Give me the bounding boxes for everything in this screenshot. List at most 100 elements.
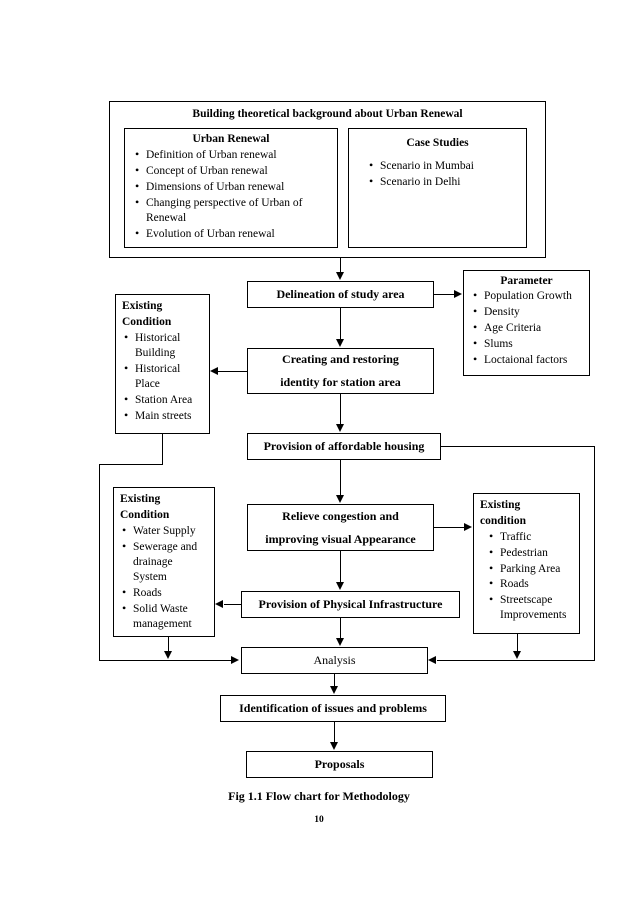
relieve-congestion-label-line1: Relieve congestion and <box>282 508 399 523</box>
connector-infrastructure-to-existing2 <box>224 604 241 605</box>
existing-condition-2-title-line2: Condition <box>120 508 170 521</box>
existing-condition-3-list: Traffic Pedestrian Parking Area Roads St… <box>474 529 579 624</box>
list-item: Loctaional factors <box>471 351 589 368</box>
list-item: Definition of Urban renewal <box>133 147 337 163</box>
arrowhead-parameter <box>454 290 462 298</box>
relieve-congestion-label-line2: improving visual Appearance <box>265 531 416 546</box>
list-item: Historical Building <box>122 330 197 362</box>
connector-existing3-down <box>517 634 518 652</box>
theory-group-header: Building theoretical background about Ur… <box>192 108 463 120</box>
connector-relieve-to-infrastructure <box>340 551 341 583</box>
proposals-box: Proposals <box>246 751 433 778</box>
identification-label: Identification of issues and problems <box>239 701 427 716</box>
connector-existing1-down <box>162 434 163 465</box>
list-item: Scenario in Delhi <box>367 174 526 190</box>
page-number: 10 <box>314 815 324 825</box>
arrowhead-analysis-right <box>428 656 436 664</box>
creating-identity-label-line1: Creating and restoring <box>282 352 399 367</box>
arrowhead-existing3-join <box>513 651 521 659</box>
list-item: Evolution of Urban renewal <box>133 226 337 242</box>
list-item: Slums <box>471 336 589 352</box>
connector-housing-to-right-rail <box>441 446 595 447</box>
list-item: Station Area <box>122 392 209 408</box>
list-item: Roads <box>478 576 579 592</box>
creating-identity-box: Creating and restoring identity for stat… <box>247 348 434 394</box>
list-item: Traffic <box>478 529 579 545</box>
list-item: Scenario in Mumbai <box>367 158 526 174</box>
affordable-housing-label: Provision of affordable housing <box>263 439 425 454</box>
list-item: Historical Place <box>122 361 197 393</box>
existing-condition-3-title-line2: condition <box>480 514 527 527</box>
parameter-box: Parameter Population Growth Density Age … <box>463 270 590 376</box>
connector-identification-to-proposals <box>334 722 335 742</box>
arrowhead-existing2-join <box>164 651 172 659</box>
arrowhead-analysis-left <box>231 656 239 664</box>
existing-condition-3-box: Existing condition Traffic Pedestrian Pa… <box>473 493 580 634</box>
affordable-housing-box: Provision of affordable housing <box>247 433 441 460</box>
connector-analysis-to-identification <box>334 674 335 686</box>
existing-condition-1-title-line2: Condition <box>122 315 172 328</box>
list-item: Dimensions of Urban renewal <box>133 179 337 195</box>
theory-group-box: Building theoretical background about Ur… <box>109 101 546 258</box>
existing-condition-2-title-line1: Existing <box>120 493 161 505</box>
arrowhead-creating-identity <box>336 339 344 347</box>
urban-renewal-list: Definition of Urban renewal Concept of U… <box>125 147 337 242</box>
arrowhead-relieve-congestion <box>336 495 344 503</box>
connector-existing1-to-left-rail <box>99 464 163 465</box>
existing-condition-1-list: Historical Building Historical Place Sta… <box>116 330 209 425</box>
arrowhead-existing-condition-2 <box>215 600 223 608</box>
existing-condition-1-title-line1: Existing <box>122 300 163 312</box>
connector-theory-to-delineation <box>340 258 341 273</box>
connector-infrastructure-to-analysis <box>340 618 341 638</box>
delineation-label: Delineation of study area <box>276 287 405 302</box>
right-rail-vertical <box>594 446 595 661</box>
case-studies-list: Scenario in Mumbai Scenario in Delhi <box>349 158 526 191</box>
list-item: Roads <box>120 585 214 601</box>
connector-creating-to-housing <box>340 394 341 425</box>
arrowhead-affordable-housing <box>336 424 344 432</box>
existing-condition-3-title-line1: Existing <box>480 499 521 511</box>
right-rail-to-analysis <box>437 660 595 661</box>
list-item: Main streets <box>122 408 209 424</box>
existing-condition-2-box: Existing Condition Water Supply Sewerage… <box>113 487 215 637</box>
connector-delineation-to-creating <box>340 308 341 340</box>
parameter-list: Population Growth Density Age Criteria S… <box>464 288 589 368</box>
list-item: Pedestrian <box>478 545 579 561</box>
list-item: Density <box>471 304 589 320</box>
case-studies-title: Case Studies <box>406 137 469 149</box>
proposals-label: Proposals <box>314 757 365 772</box>
connector-delineation-to-parameter <box>434 294 455 295</box>
list-item: Water Supply <box>120 523 214 539</box>
connector-relieve-to-existing3 <box>434 527 465 528</box>
left-rail-to-analysis <box>99 660 232 661</box>
arrowhead-physical-infrastructure <box>336 582 344 590</box>
connector-existing2-down <box>168 637 169 652</box>
parameter-title: Parameter <box>500 275 553 287</box>
arrowhead-delineation <box>336 272 344 280</box>
case-studies-box: Case Studies Scenario in Mumbai Scenario… <box>348 128 527 248</box>
identification-box: Identification of issues and problems <box>220 695 446 722</box>
list-item: Streetscape Improvements <box>478 592 570 624</box>
left-rail-vertical <box>99 464 100 661</box>
connector-housing-to-relieve <box>340 460 341 495</box>
list-item: Concept of Urban renewal <box>133 163 337 179</box>
list-item: Solid Waste management <box>120 601 205 633</box>
urban-renewal-title: Urban Renewal <box>192 133 270 145</box>
physical-infrastructure-label: Provision of Physical Infrastructure <box>258 597 443 612</box>
creating-identity-label-line2: identity for station area <box>280 375 401 389</box>
list-item: Age Criteria <box>471 320 589 336</box>
list-item: Changing perspective of Urban of Renewal <box>133 195 306 227</box>
relieve-congestion-box: Relieve congestion and improving visual … <box>247 504 434 551</box>
list-item: Parking Area <box>478 561 579 577</box>
arrowhead-analysis-top <box>336 638 344 646</box>
urban-renewal-box: Urban Renewal Definition of Urban renewa… <box>124 128 338 248</box>
list-item: Population Growth <box>471 288 589 304</box>
analysis-label: Analysis <box>313 653 356 667</box>
delineation-box: Delineation of study area <box>247 281 434 308</box>
analysis-box: Analysis <box>241 647 428 674</box>
existing-condition-1-box: Existing Condition Historical Building H… <box>115 294 210 434</box>
figure-caption: Fig 1.1 Flow chart for Methodology <box>228 789 410 803</box>
arrowhead-existing-condition-3 <box>464 523 472 531</box>
connector-creating-to-existing1 <box>218 371 247 372</box>
